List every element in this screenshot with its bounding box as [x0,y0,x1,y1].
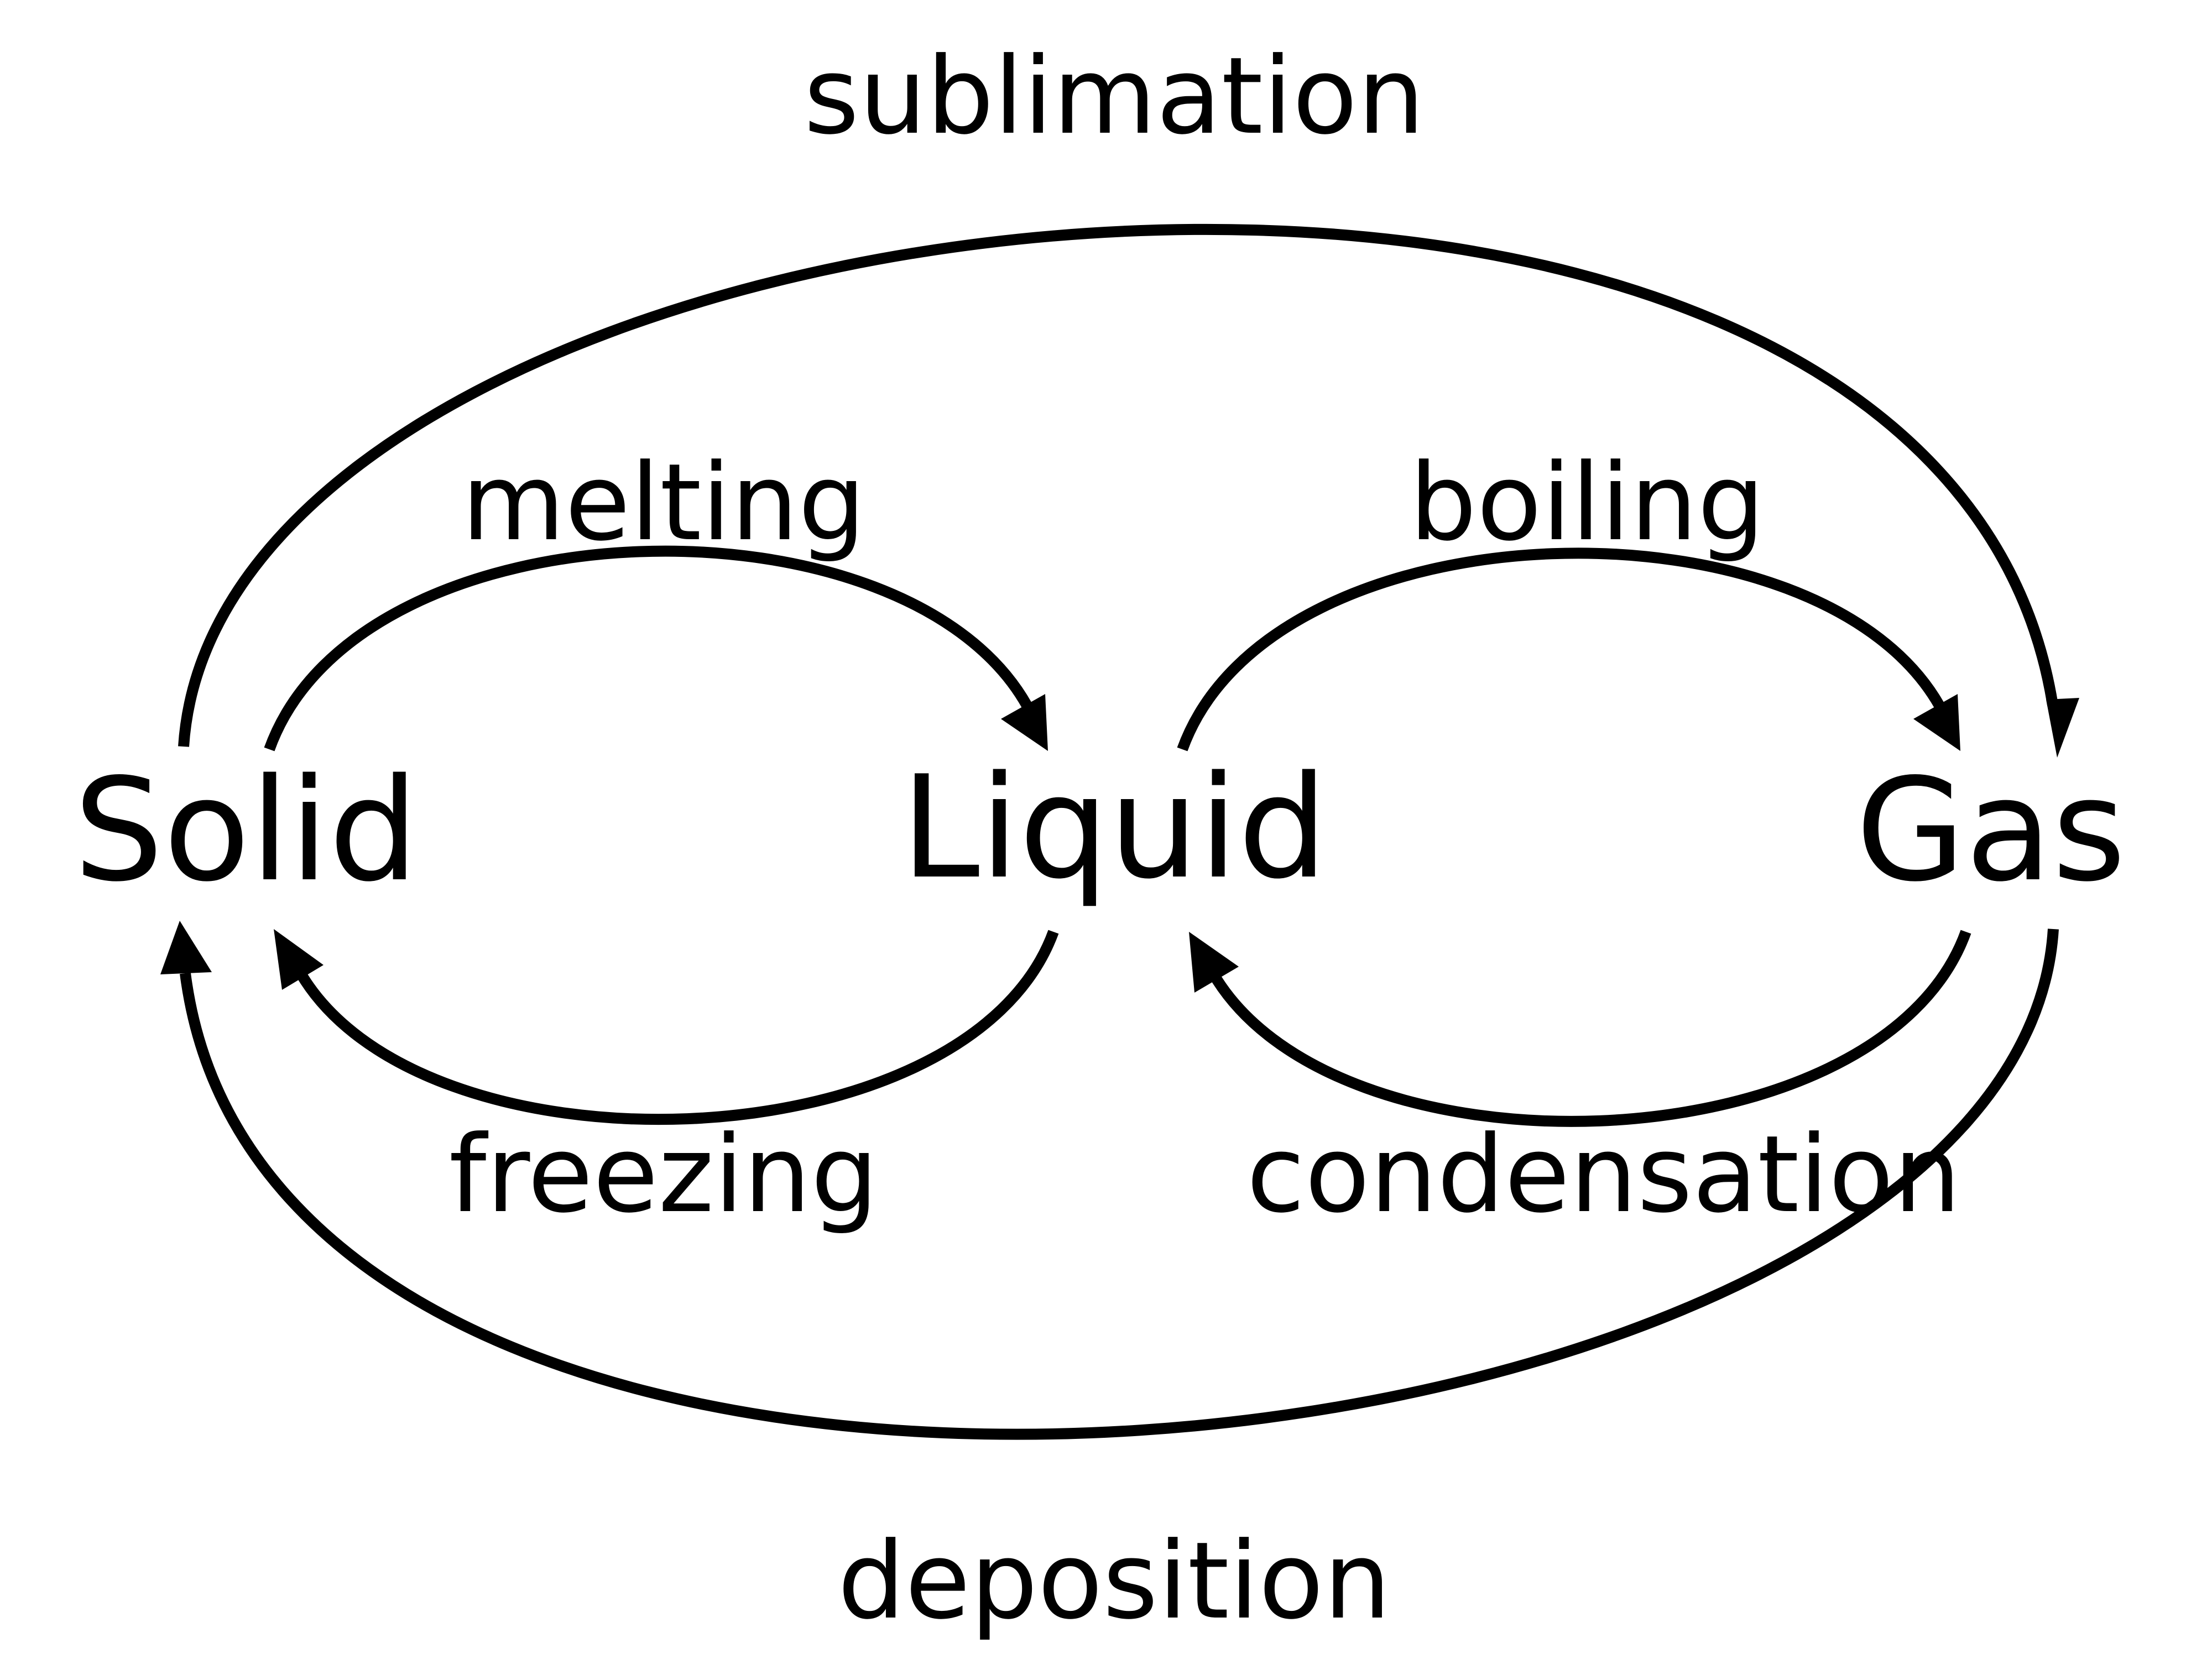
process-sublimation-label: sublimation [804,35,1425,158]
melting-arrow [264,545,1035,752]
state-solid-label: Solid [74,748,419,913]
melting-arrowhead [1001,694,1048,751]
boiling-arrowhead [1913,694,1960,751]
process-deposition-label: deposition [838,1520,1391,1643]
freezing-arrowhead [274,929,324,990]
state-liquid-label: Liquid [901,745,1328,910]
boiling-arrow [1177,547,1947,752]
freezing-arrow [293,930,1059,1125]
process-melting-label: melting [462,441,866,565]
condensation-arrowhead [1189,932,1239,993]
process-freezing-label: freezing [449,1113,878,1237]
process-condensation-label: condensation [1246,1113,1961,1237]
sublimation-arrow [178,223,2058,747]
sublimation-arrowhead [2046,698,2079,758]
condensation-arrow [1205,930,1971,1127]
deposition-arrow [180,928,2059,1440]
process-boiling-label: boiling [1410,441,1765,565]
state-gas-label: Gas [1856,748,2126,913]
deposition-arrowhead [160,921,212,974]
